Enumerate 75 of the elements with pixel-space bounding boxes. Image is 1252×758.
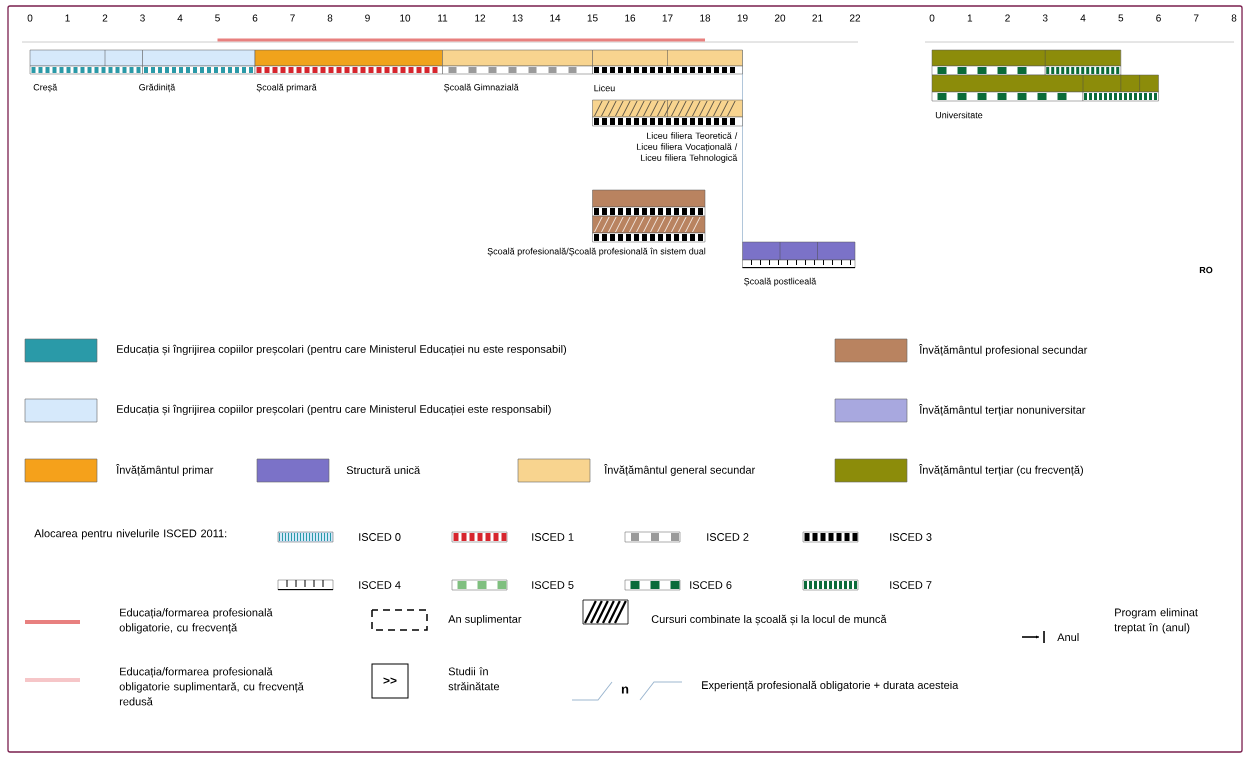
legend-text: ISCED 2	[707, 533, 749, 541]
programme-bar: Liceu	[592, 49, 743, 92]
node-label: Școală primară	[256, 83, 317, 93]
legend-text: Învățământul terțiar nonuniversitar	[918, 404, 1086, 416]
programme-bar: Grădiniță	[139, 49, 256, 93]
legend-note: Program eliminat treptat în (anul)	[1114, 608, 1198, 634]
age-tick: 7	[290, 14, 295, 22]
legend-text: Educația și îngrijirea copiilor preșcolari (pentru care Ministerul Educației nu este responsabil)	[117, 344, 567, 356]
legend-text: ISCED 5	[532, 581, 574, 589]
age-tick: 9	[365, 14, 370, 22]
age-tick: 10	[400, 14, 411, 22]
programme-bar: Școală primară	[254, 49, 443, 93]
legend-text: Experiență profesională obligatorie + durata acesteia	[702, 680, 959, 692]
legend-text: ISCED 0	[359, 533, 401, 541]
legend-heading: Alocarea pentru nivelurile ISCED 2011:	[34, 529, 227, 540]
legend-text: An suplimentar	[448, 614, 522, 626]
node-label: Școală postliceală	[744, 277, 817, 287]
age-tick: 18	[700, 14, 711, 22]
legend-text: ISCED 7	[890, 581, 932, 589]
age-tick: 21	[812, 14, 823, 22]
legend-text: Învățământul primar	[115, 464, 214, 476]
legend-text: Învățământul terțiar (cu frecvență)	[918, 464, 1083, 476]
legend-text: Educația/formarea profesională obligatorie, cu frecvență	[119, 608, 273, 634]
country-code: RO	[1199, 266, 1213, 274]
node-label: Creșă	[33, 83, 58, 93]
age-tick: 15	[587, 14, 598, 22]
age-tick: 3	[140, 14, 145, 22]
programme-bar: Liceu filiera Teoretică / Liceu filiera Vocațională / Liceu filiera Tehnologică	[592, 99, 743, 163]
legend-text: ISCED 1	[532, 533, 574, 541]
age-tick: 6	[252, 14, 258, 22]
node-label: Școală Gimnazială	[444, 83, 519, 93]
node-label: Universitate	[935, 111, 983, 119]
legend-text: Educația/formarea profesională obligatorie suplimentară, cu frecvență redusă	[119, 667, 304, 706]
age-tick: 17	[662, 14, 673, 22]
year-tick: 0	[929, 14, 935, 22]
legend-text: Învățământul general secundar	[603, 464, 756, 476]
age-tick: 2	[102, 14, 108, 22]
programme-bar: Universitate	[931, 49, 1159, 119]
year-tick: 7	[1193, 14, 1199, 22]
age-tick: 5	[215, 14, 220, 22]
year-tick: 3	[1042, 14, 1048, 22]
age-tick: 1	[65, 14, 70, 22]
age-tick: 19	[737, 14, 748, 22]
age-tick: 0	[27, 14, 33, 22]
legend-text: Învățământul profesional secundar	[918, 344, 1088, 356]
node-label: Liceu filiera Teoretică / Liceu filiera Vocațională / Liceu filiera Tehnologică	[636, 132, 738, 163]
age-tick: 11	[438, 14, 448, 22]
age-tick: 22	[849, 14, 861, 22]
year-tick: 2	[1005, 14, 1010, 22]
node-label: Grădiniță	[139, 83, 176, 93]
node-label: Școală profesională/Școală profesională în sistem dual	[487, 247, 706, 257]
legend-text: Studii în străinătate	[448, 667, 500, 691]
programme-bar: Școală postliceală	[742, 241, 856, 287]
legend-text: Structură unică	[346, 465, 421, 475]
legend-text: ISCED 3	[890, 533, 932, 541]
year-tick: 1	[967, 14, 973, 22]
legend-text: ISCED 4	[359, 581, 401, 589]
programme-bar: Școală profesională/Școală profesională în sistem dual	[487, 189, 706, 257]
year-tick: 8	[1231, 14, 1237, 22]
age-tick: 4	[177, 14, 183, 22]
year-tick: 6	[1156, 14, 1161, 22]
node-label: Liceu	[594, 84, 615, 92]
legend-text: ISCED 6	[690, 581, 732, 589]
legend-text: Anul	[1057, 632, 1079, 642]
legend-text: Cursuri combinate la școală și la locul de muncă	[651, 614, 887, 626]
age-tick: 12	[475, 14, 486, 22]
year-tick: 5	[1118, 14, 1124, 22]
legend-text: Educația și îngrijirea copiilor preșcolari (pentru care Ministerul Educației este responsabil)	[117, 404, 551, 416]
age-tick: 13	[512, 14, 523, 22]
age-tick: 14	[550, 14, 561, 22]
year-tick: 4	[1080, 14, 1086, 22]
age-tick: 20	[774, 14, 786, 22]
age-tick: 8	[327, 14, 333, 22]
age-tick: 16	[625, 14, 636, 22]
programme-bar: Școală Gimnazială	[442, 49, 593, 93]
